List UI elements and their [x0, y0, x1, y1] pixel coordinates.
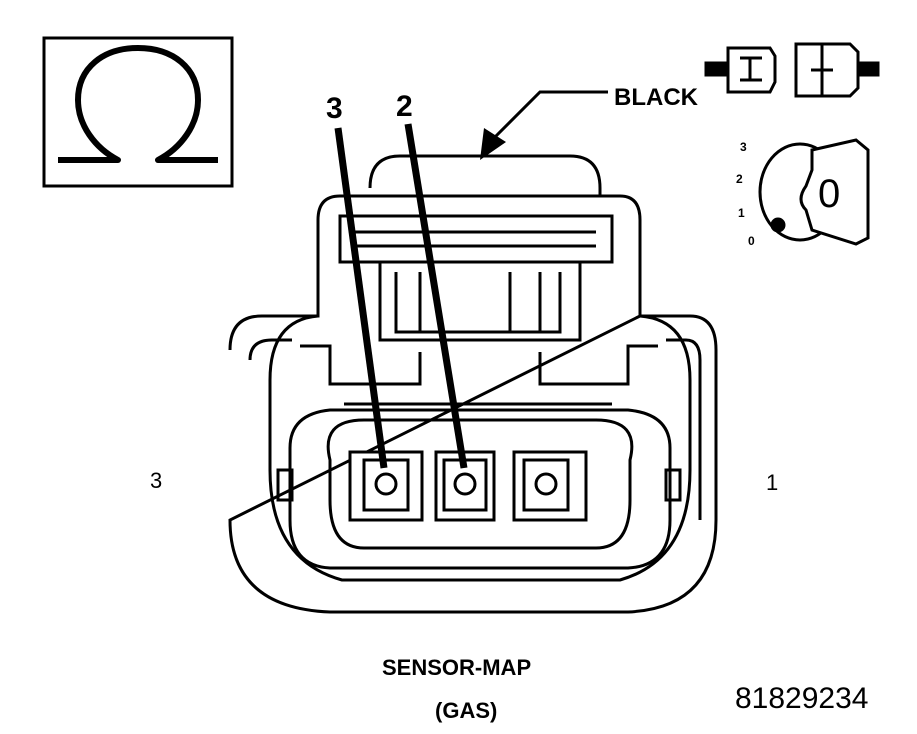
wire-color-label: BLACK	[614, 84, 698, 111]
probe-lead-pin-3	[334, 127, 388, 469]
ohm-symbol-icon	[42, 36, 234, 188]
ignition-position-2: 2	[736, 172, 743, 186]
cavity-1-side-label: 1	[766, 470, 779, 495]
black-wire-leader-arrow	[480, 90, 608, 160]
probe-lead-pin-2	[404, 123, 468, 469]
ignition-position-0: 0	[748, 234, 755, 248]
probe-pin-3-label: 3	[326, 92, 343, 125]
component-subcaption: (GAS)	[435, 698, 498, 723]
cavity-3-side-label: 3	[150, 468, 163, 493]
probe-pin-2-label: 2	[396, 90, 413, 123]
ignition-position-3: 3	[740, 140, 747, 154]
part-number: 81829234	[735, 682, 869, 715]
ignition-key-icon	[758, 138, 870, 246]
disconnected-connector-icon	[704, 42, 880, 98]
ignition-position-1: 1	[738, 206, 745, 220]
terminal-cavity-1	[512, 450, 588, 522]
connector-housing	[228, 154, 718, 614]
component-caption: SENSOR-MAP	[382, 655, 532, 680]
ignition-key-position-indicator: 0	[818, 172, 841, 216]
